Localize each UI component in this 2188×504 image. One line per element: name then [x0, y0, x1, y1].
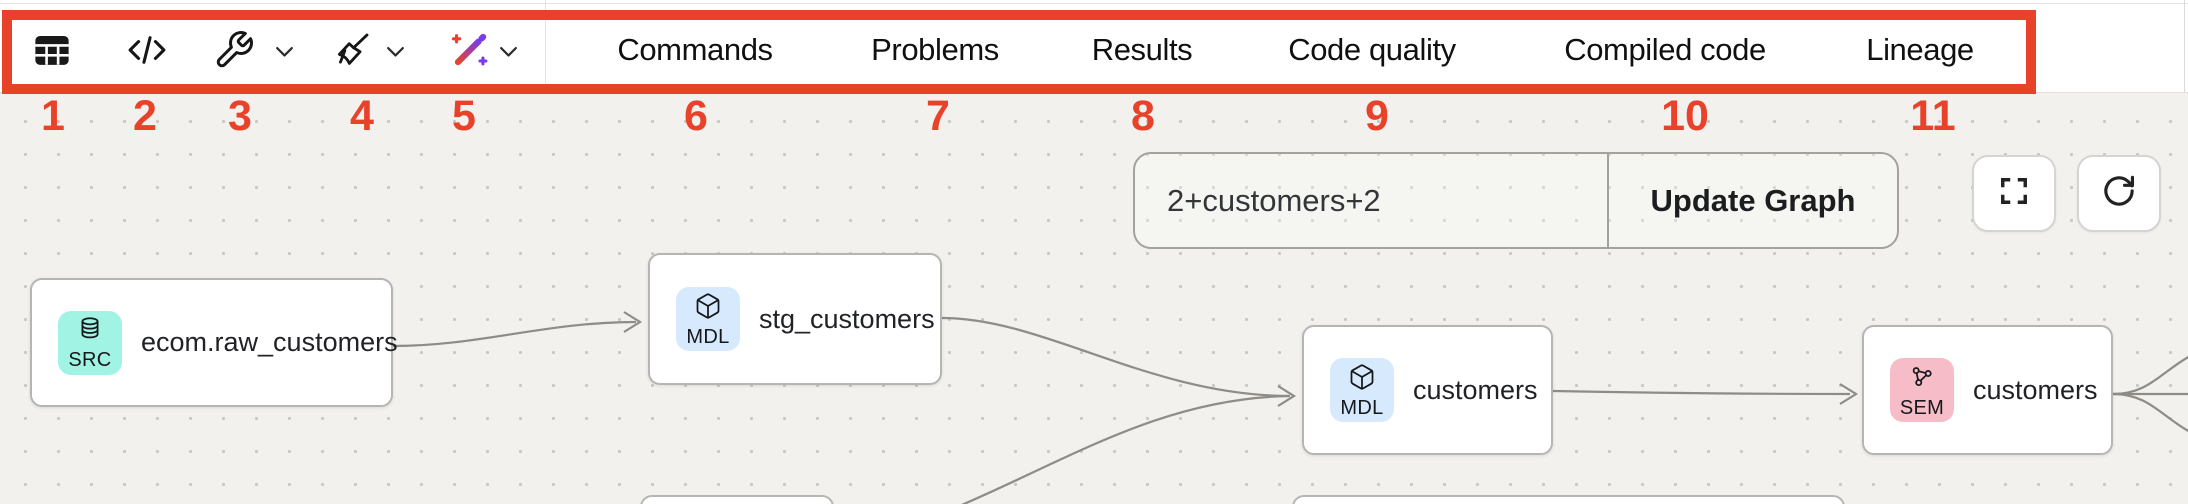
code-button[interactable] — [124, 26, 170, 78]
run-tools-button[interactable] — [213, 26, 255, 78]
ai-assist-button[interactable] — [447, 26, 491, 78]
share-network-icon — [1908, 363, 1936, 396]
annotation-number: 8 — [1131, 92, 1155, 140]
tab-code-quality[interactable]: Code quality — [1288, 31, 1456, 67]
graph-filter-input[interactable] — [1135, 154, 1607, 247]
model-badge: MDL — [676, 287, 740, 351]
badge-label: MDL — [1340, 396, 1384, 419]
database-icon — [76, 315, 104, 348]
node-customers-model[interactable]: MDL customers — [1302, 325, 1553, 455]
annotation-number: 6 — [684, 92, 708, 140]
node-label: stg_customers — [759, 303, 935, 334]
node-partial-bottom-right[interactable] — [1292, 495, 1845, 504]
header-top-hairline — [0, 3, 2188, 4]
tab-compiled-code[interactable]: Compiled code — [1564, 31, 1766, 67]
toolbar-divider — [545, 0, 546, 93]
badge-label: SRC — [68, 349, 112, 371]
annotation-number: 4 — [350, 92, 374, 140]
badge-label: SEM — [1899, 396, 1945, 419]
cleanup-button[interactable] — [331, 26, 373, 78]
annotation-number: 11 — [1910, 92, 1956, 140]
wrench-icon — [213, 29, 255, 76]
node-label: ecom.raw_customers — [141, 327, 398, 357]
annotation-number: 9 — [1365, 92, 1389, 140]
annotation-number: 3 — [228, 92, 252, 140]
node-label: customers — [1413, 374, 1538, 405]
annotation-number: 5 — [452, 92, 476, 140]
model-badge: MDL — [1330, 358, 1394, 422]
lineage-canvas[interactable] — [0, 93, 2188, 504]
tab-commands[interactable]: Commands — [617, 31, 773, 67]
graph-filter-control: Update Graph — [1133, 152, 1899, 249]
node-label: customers — [1973, 374, 2098, 405]
refresh-icon — [2100, 172, 2138, 215]
header-right-hairline — [2184, 0, 2185, 93]
tab-problems[interactable]: Problems — [871, 31, 999, 67]
fullscreen-button[interactable] — [1972, 155, 2056, 232]
semantic-badge: SEM — [1890, 358, 1954, 422]
table-button[interactable] — [31, 26, 73, 78]
broom-icon — [331, 29, 373, 76]
code-icon — [124, 27, 170, 78]
wrench-dropdown[interactable] — [271, 38, 298, 70]
tab-lineage[interactable]: Lineage — [1866, 31, 1974, 67]
cube-icon — [694, 292, 722, 325]
annotation-number: 2 — [133, 92, 157, 140]
update-graph-button[interactable]: Update Graph — [1607, 154, 1897, 247]
chevron-down-icon — [271, 38, 298, 70]
chevron-down-icon — [382, 38, 409, 70]
badge-label: MDL — [686, 325, 730, 348]
node-stg-customers[interactable]: MDL stg_customers — [648, 253, 942, 385]
fullscreen-icon — [1996, 173, 2032, 214]
top-toolbar: Commands Problems Results Code quality C… — [0, 0, 2188, 93]
broom-dropdown[interactable] — [382, 38, 409, 70]
source-badge: SRC — [58, 310, 122, 375]
cube-icon — [1348, 363, 1376, 396]
node-customers-semantic[interactable]: SEM customers — [1862, 325, 2113, 455]
refresh-button[interactable] — [2077, 155, 2161, 232]
annotation-number: 10 — [1661, 92, 1709, 140]
annotation-number: 7 — [926, 92, 950, 140]
tab-results[interactable]: Results — [1091, 31, 1193, 67]
node-ecom-raw-customers[interactable]: SRC ecom.raw_customers — [30, 278, 398, 407]
magic-wand-icon — [447, 28, 491, 77]
node-partial-bottom-left[interactable] — [640, 495, 834, 504]
chevron-down-icon — [495, 38, 522, 70]
ai-assist-dropdown[interactable] — [495, 38, 522, 70]
annotation-number: 1 — [41, 92, 65, 140]
table-icon — [31, 29, 73, 76]
